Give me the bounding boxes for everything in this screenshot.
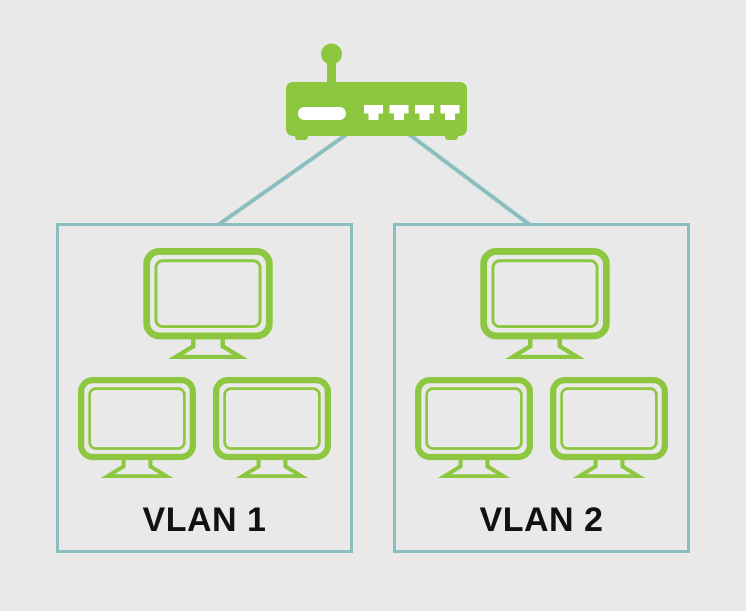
router-led-strip bbox=[298, 107, 346, 120]
vlan1-label: VLAN 1 bbox=[142, 501, 267, 539]
monitor-icon bbox=[213, 377, 331, 478]
wireless-router-icon bbox=[286, 43, 467, 140]
ethernet-port-icon bbox=[415, 105, 434, 120]
vlan1-box: VLAN 1 bbox=[56, 223, 353, 553]
vlan2-box: VLAN 2 bbox=[393, 223, 690, 553]
monitor-icon bbox=[78, 377, 196, 478]
monitor-icon bbox=[415, 377, 533, 478]
ethernet-port-icon bbox=[440, 105, 460, 120]
monitor-icon bbox=[143, 248, 273, 359]
ethernet-port-icon bbox=[389, 105, 409, 120]
link-router-vlan1 bbox=[216, 130, 352, 227]
vlan2-label: VLAN 2 bbox=[479, 501, 604, 539]
link-router-vlan2 bbox=[404, 130, 532, 227]
ethernet-port-icon bbox=[364, 105, 383, 120]
monitor-icon bbox=[480, 248, 610, 359]
monitor-icon bbox=[550, 377, 668, 478]
